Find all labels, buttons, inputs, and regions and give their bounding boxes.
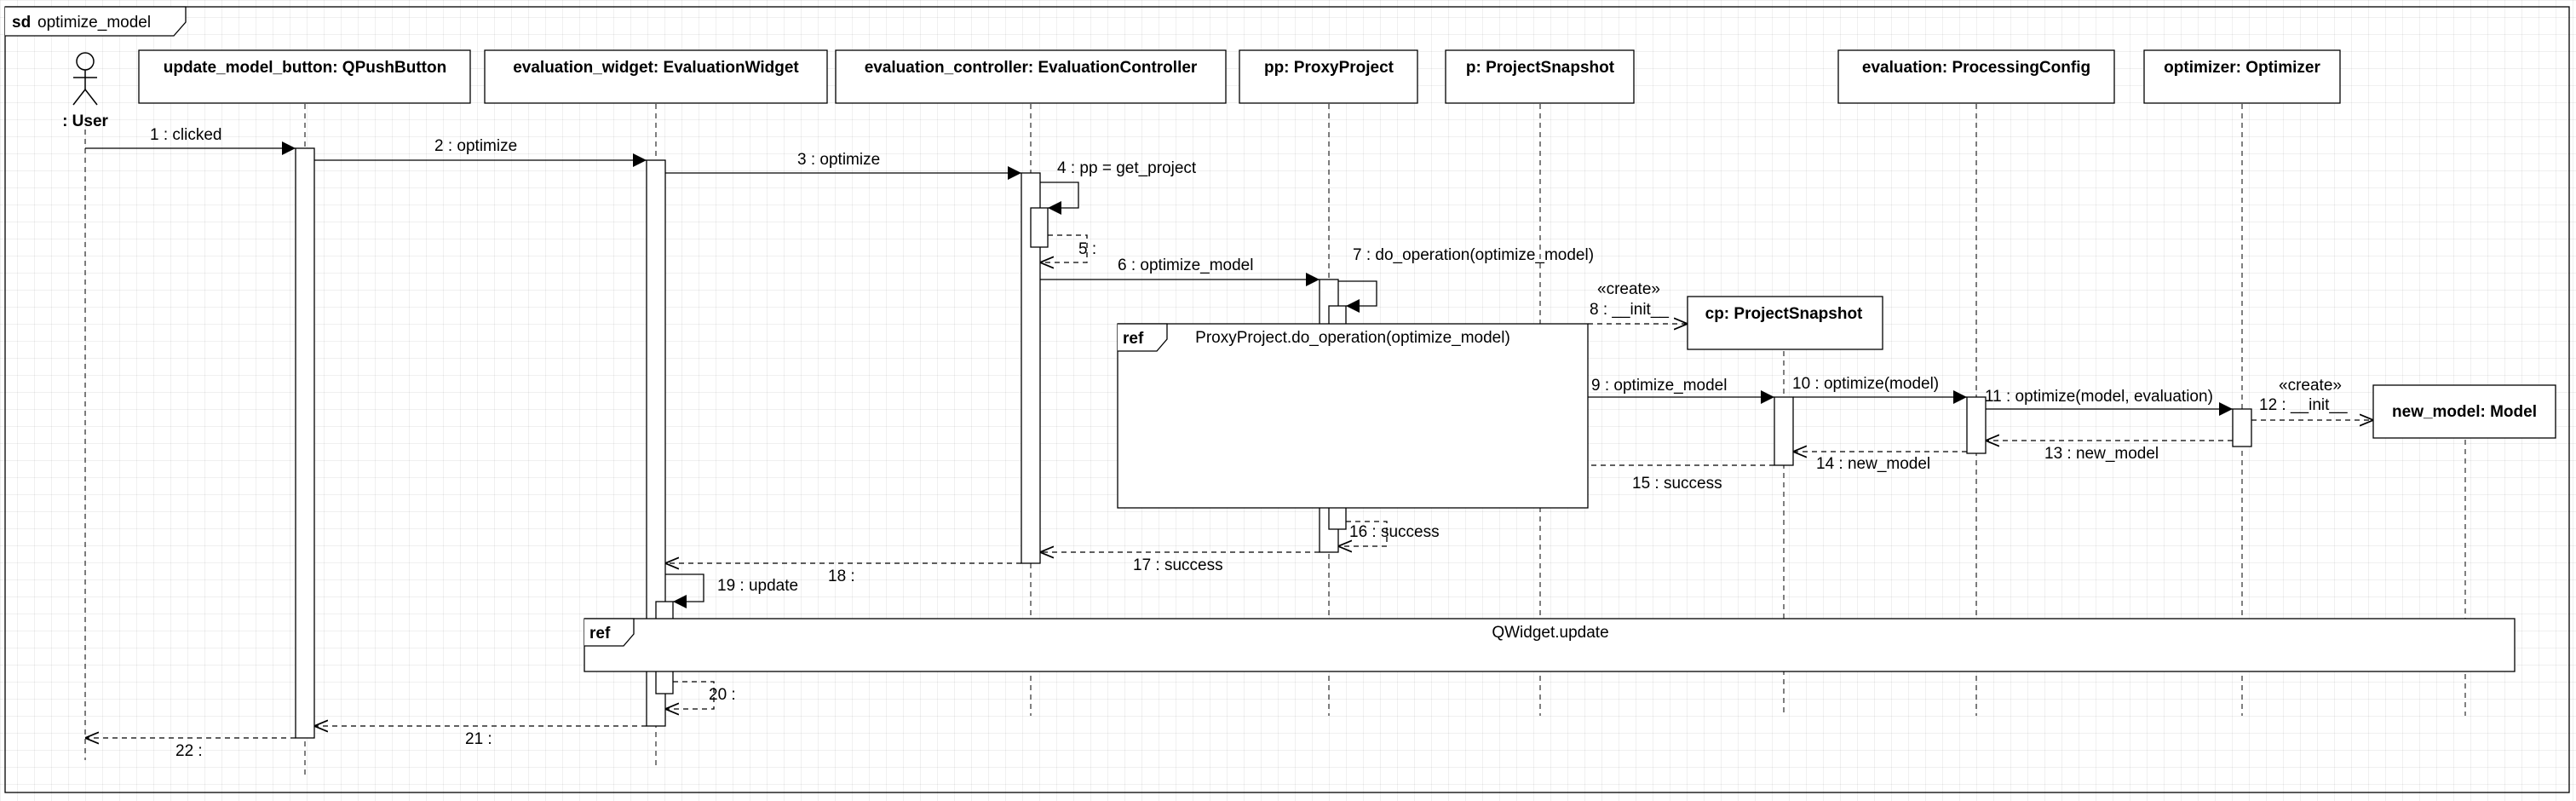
message-label: 14 : new_model <box>1816 455 1930 473</box>
lifeline-label: evaluation_widget: EvaluationWidget <box>513 59 799 77</box>
messages: 1 : clicked 2 : optimize 3 : optimize 4 … <box>85 126 2373 760</box>
user-actor[interactable]: : User <box>62 52 109 130</box>
activation-bar <box>1966 396 1987 454</box>
message-label: 8 : __init__ <box>1590 301 1669 319</box>
ref-label: QWidget.update <box>1492 624 1608 642</box>
lifeline-head-p[interactable]: p: ProjectSnapshot <box>1445 49 1635 104</box>
lifeline-label: p: ProjectSnapshot <box>1466 59 1615 77</box>
ref-fragment-qwidget-update[interactable]: ref QWidget.update <box>584 618 2516 672</box>
activation-bar <box>1030 207 1049 248</box>
lifeline-head-pp[interactable]: pp: ProxyProject <box>1239 49 1418 104</box>
lifeline-label: evaluation_controller: EvaluationControl… <box>865 59 1198 77</box>
ref-keyword: ref <box>589 625 611 643</box>
lifeline-label: update_model_button: QPushButton <box>164 59 446 77</box>
message-label: 12 : __init__ <box>2259 396 2348 414</box>
message-label: 21 : <box>465 730 492 748</box>
message-18-return[interactable]: 18 : <box>665 563 1021 585</box>
activation-bar <box>2232 408 2252 447</box>
message-label: 9 : optimize_model <box>1591 377 1727 395</box>
message-label: 4 : pp = get_project <box>1057 159 1197 177</box>
stick-figure-icon <box>72 52 98 106</box>
message-label: 2 : optimize <box>434 137 517 155</box>
lifeline-head-model[interactable]: new_model: Model <box>2372 384 2556 439</box>
sd-frame: sd optimize_model <box>4 6 2570 793</box>
activation-bar <box>1021 172 1041 564</box>
create-stereotype: «create» <box>2279 377 2342 395</box>
message-8-create[interactable]: «create» 8 : __init__ <box>1588 280 1688 324</box>
message-label: 11 : optimize(model, evaluation) <box>1985 388 2213 406</box>
create-stereotype: «create» <box>1597 280 1660 298</box>
message-label: 22 : <box>175 742 203 760</box>
frame-title: optimize_model <box>37 14 151 32</box>
message-label: 17 : success <box>1133 556 1223 574</box>
message-21-return[interactable]: 21 : <box>314 726 647 748</box>
ref-label: ProxyProject.do_operation(optimize_model… <box>1195 329 1510 347</box>
actor-label: : User <box>62 112 108 130</box>
message-label: 13 : new_model <box>2044 445 2159 463</box>
message-label: 15 : success <box>1632 475 1722 493</box>
message-label: 6 : optimize_model <box>1118 256 1253 274</box>
lifeline-heads: update_model_button: QPushButton evaluat… <box>138 49 2556 439</box>
activation-bar <box>295 147 315 739</box>
lifeline-head-optimizer[interactable]: optimizer: Optimizer <box>2143 49 2341 104</box>
message-19-self[interactable]: 19 : update <box>665 573 798 608</box>
message-label: 18 : <box>828 568 855 585</box>
activation-bar <box>646 159 666 727</box>
ref-keyword: ref <box>1123 330 1144 348</box>
message-7-self[interactable]: 7 : do_operation(optimize_model) <box>1338 246 1594 313</box>
message-1[interactable]: 1 : clicked <box>85 126 296 155</box>
message-label: 19 : update <box>717 577 798 595</box>
message-label: 16 : success <box>1349 523 1440 541</box>
lifeline-head-widget[interactable]: evaluation_widget: EvaluationWidget <box>484 49 828 104</box>
message-label: 10 : optimize(model) <box>1792 375 1939 393</box>
lifeline-label: pp: ProxyProject <box>1264 59 1394 77</box>
lifeline-head-cp[interactable]: cp: ProjectSnapshot <box>1687 296 1883 350</box>
message-10[interactable]: 10 : optimize(model) <box>1792 375 1967 404</box>
lifeline-head-controller[interactable]: evaluation_controller: EvaluationControl… <box>835 49 1227 104</box>
message-9[interactable]: 9 : optimize_model <box>1588 377 1774 404</box>
lifeline-label: optimizer: Optimizer <box>2164 59 2320 77</box>
lifeline-label: evaluation: ProcessingConfig <box>1862 59 2090 77</box>
message-14-return[interactable]: 14 : new_model <box>1793 452 1967 473</box>
message-label: 5 : <box>1078 240 1096 258</box>
message-5-return[interactable]: 5 : <box>1040 234 1096 262</box>
message-2[interactable]: 2 : optimize <box>314 137 647 167</box>
message-17-return[interactable]: 17 : success <box>1040 552 1320 574</box>
message-11[interactable]: 11 : optimize(model, evaluation) <box>1985 388 2233 416</box>
message-label: 3 : optimize <box>797 151 880 169</box>
lifeline-label: cp: ProjectSnapshot <box>1705 305 1863 323</box>
message-13-return[interactable]: 13 : new_model <box>1986 441 2233 463</box>
lifeline-head-button[interactable]: update_model_button: QPushButton <box>138 49 471 104</box>
message-label: 1 : clicked <box>150 126 221 144</box>
message-15-return[interactable]: 15 : success <box>1588 464 1774 493</box>
lifeline-head-config[interactable]: evaluation: ProcessingConfig <box>1837 49 2115 104</box>
message-20-return[interactable]: 20 : <box>665 681 736 709</box>
message-6[interactable]: 6 : optimize_model <box>1040 256 1320 286</box>
message-label: 20 : <box>709 686 736 704</box>
message-16-return[interactable]: 16 : success <box>1338 521 1440 546</box>
message-label: 7 : do_operation(optimize_model) <box>1353 246 1594 264</box>
activation-bar <box>1774 396 1794 466</box>
message-22-return[interactable]: 22 : <box>85 738 296 760</box>
lifeline-label: new_model: Model <box>2392 403 2537 421</box>
ref-fragment-do-operation[interactable]: ref ProxyProject.do_operation(optimize_m… <box>1117 323 1589 509</box>
message-3[interactable]: 3 : optimize <box>665 151 1021 180</box>
message-12-create[interactable]: «create» 12 : __init__ <box>2251 377 2373 420</box>
message-4-self[interactable]: 4 : pp = get_project <box>1040 159 1197 215</box>
frame-keyword: sd <box>12 14 31 32</box>
